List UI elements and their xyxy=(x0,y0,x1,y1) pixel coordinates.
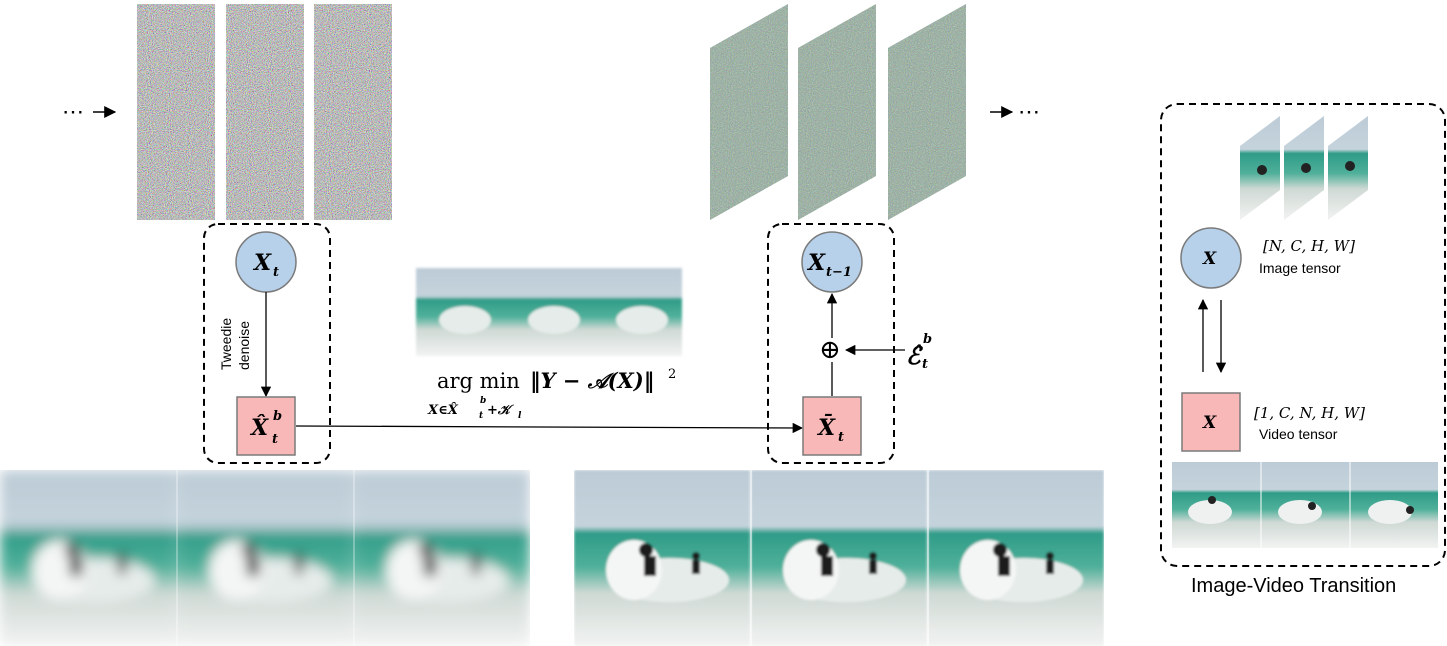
node-x-hat-label: X̂ xyxy=(249,415,269,441)
plus-operator: ⊕ xyxy=(819,335,841,365)
image-tensor-shape: [N, C, H, W] xyxy=(1263,237,1355,255)
node-x-t-label: X xyxy=(252,250,272,276)
objective-norm: ‖Y − 𝒜(X)‖ xyxy=(530,368,654,393)
noisy-frames-left-fill xyxy=(137,4,392,220)
blurred-video-strip xyxy=(0,470,530,646)
measurement-strip xyxy=(416,268,682,356)
restored-video-strip xyxy=(574,470,1104,646)
objective-constraint-tail: +𝒦 xyxy=(487,403,515,418)
node-x-t-minus-1 xyxy=(801,231,863,293)
video-strip-thumbnail xyxy=(1172,462,1438,548)
node-x-t-sub: t xyxy=(273,265,279,280)
node-x-hat xyxy=(236,396,296,456)
node-x-hat-sub: t xyxy=(272,432,278,447)
node-x-bar-sub: t xyxy=(838,430,844,445)
node-x-hat-sup: b xyxy=(273,409,282,424)
noise-term-sub: t xyxy=(922,357,928,372)
node-x-bar-label: X̄ xyxy=(816,413,836,441)
objective-constraint-tail-sub: l xyxy=(518,411,522,421)
noisy-frames-right xyxy=(710,4,966,220)
objective-constraint: X∈X̂ xyxy=(427,402,459,418)
objective-constraint-sub: t xyxy=(479,411,484,421)
right-block-border xyxy=(767,223,895,464)
ellipsis-left: ⋯ xyxy=(62,100,84,125)
transition-panel-border xyxy=(1160,103,1446,567)
projection-arrow xyxy=(295,422,804,434)
node-x-bar xyxy=(802,396,862,456)
noise-term-sup: b xyxy=(923,332,932,347)
noise-term: ℰ̂ xyxy=(906,341,924,370)
left-block-border xyxy=(203,223,331,464)
image-tensor-node-label: X xyxy=(1202,249,1217,269)
node-x-t-minus-1-label: X xyxy=(806,250,826,276)
image-frames-stack xyxy=(1240,116,1368,220)
video-tensor-label: Video tensor xyxy=(1259,426,1338,442)
denoise-label-line2: denoise xyxy=(236,321,252,370)
objective-constraint-sup: b xyxy=(480,396,486,406)
video-tensor-shape: [1, C, N, H, W] xyxy=(1254,404,1365,422)
image-tensor-label: Image tensor xyxy=(1259,260,1341,276)
denoise-label-line1: Tweedie xyxy=(218,318,234,370)
node-x-t-minus-1-sub: t−1 xyxy=(826,265,852,280)
objective-power: 2 xyxy=(668,367,676,382)
objective-operator: arg min xyxy=(437,369,520,393)
ellipsis-right: ⋯ xyxy=(1018,100,1040,125)
transition-caption: Image-Video Transition xyxy=(1191,575,1396,597)
image-tensor-node xyxy=(1180,227,1242,289)
video-tensor-node xyxy=(1181,392,1241,452)
video-tensor-node-label: X xyxy=(1202,413,1217,433)
